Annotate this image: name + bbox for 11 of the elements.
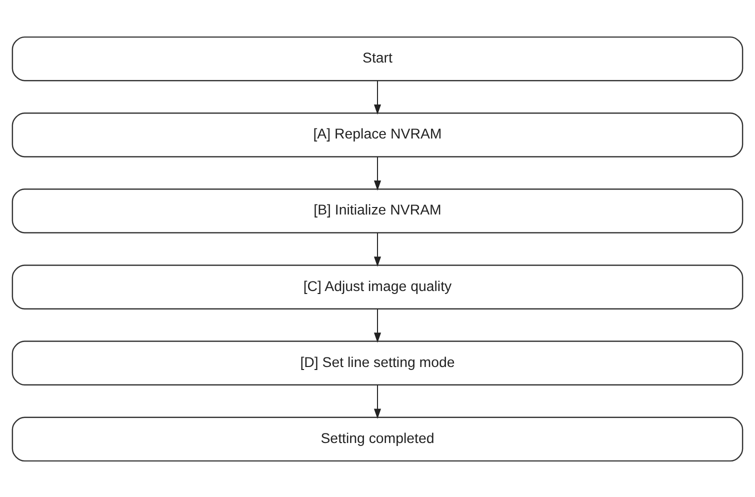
node-box: [A] Replace NVRAM — [12, 112, 744, 157]
node-box: [B] Initialize NVRAM — [12, 188, 744, 233]
node-box: [C] Adjust image quality — [12, 264, 744, 309]
arrow — [374, 80, 382, 114]
node-box: Start — [12, 36, 744, 81]
arrow — [374, 156, 382, 190]
arrow — [374, 308, 382, 342]
node-box: [D] Set line setting mode — [12, 340, 744, 385]
arrow — [374, 384, 382, 418]
node-box: Setting completed — [12, 416, 744, 462]
arrow — [374, 232, 382, 266]
